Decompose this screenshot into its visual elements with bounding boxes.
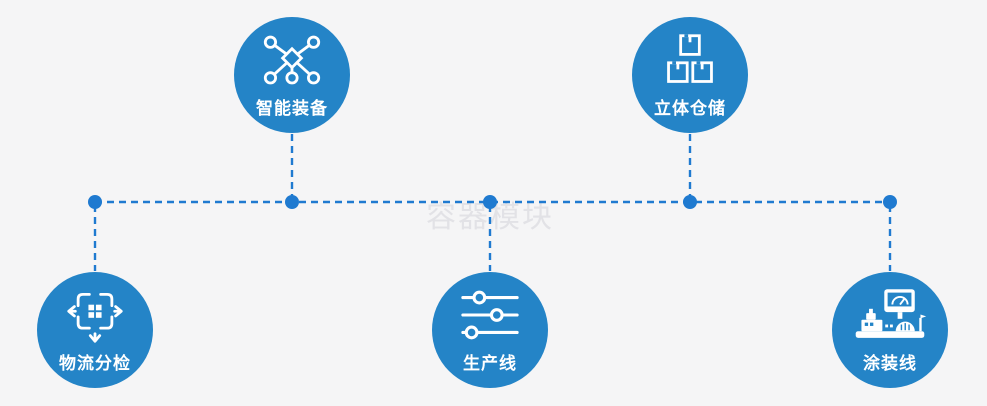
- node-logistics-sorting: 物流分检: [37, 272, 153, 388]
- node-coating-line: 涂装线: [832, 272, 948, 388]
- sorting-arrows-icon: [65, 286, 125, 344]
- junction-dot: [483, 195, 497, 209]
- coating-machine-icon: [850, 286, 930, 344]
- stacked-boxes-icon: [662, 31, 718, 89]
- node-label: 生产线: [463, 354, 517, 373]
- node-production-line: 生产线: [432, 272, 548, 388]
- node-smart-equipment: 智能装备: [234, 17, 350, 133]
- node-label: 智能装备: [256, 99, 328, 118]
- sliders-icon: [459, 286, 521, 344]
- node-stereo-warehouse: 立体仓储: [632, 17, 748, 133]
- node-label: 立体仓储: [654, 99, 726, 118]
- junction-dot: [285, 195, 299, 209]
- junction-dot: [683, 195, 697, 209]
- network-nodes-icon: [262, 31, 322, 89]
- node-label: 涂装线: [863, 354, 917, 373]
- junction-dot: [88, 195, 102, 209]
- node-label: 物流分检: [59, 354, 131, 373]
- junction-dot: [883, 195, 897, 209]
